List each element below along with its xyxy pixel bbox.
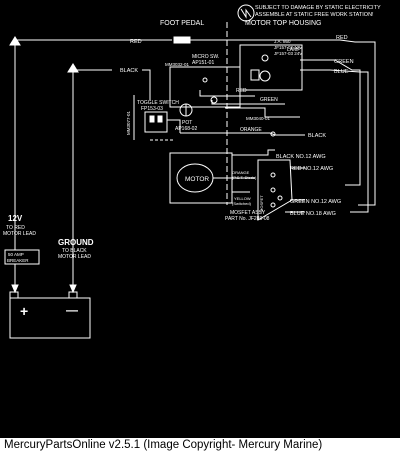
lamp-connector-icon [259,70,271,82]
toggle-switch-terminal2-icon [157,115,163,123]
lamp-terminal [250,69,260,81]
wire-green-mid-label: GREEN [260,97,278,103]
yellow-sub: (Switched) [232,201,252,206]
pedal-internals-box [169,66,241,108]
wire-blue-label: BLUE [334,69,349,75]
arrow-up-ground-icon [67,63,79,73]
wire-black-12 [232,149,275,156]
wire-black-foot [142,69,151,100]
wiring-diagram: SUBJECT TO DAMAGE BY STATIC ELECTRICITY … [0,0,400,438]
arrow-positive-icon [11,284,19,294]
yellow-label: YELLOW [234,196,251,201]
wire-red-top-right-label: RED [336,35,348,41]
wire-green-right [300,59,361,186]
wire-red-12-label: RED NO.12 AWG [290,166,333,172]
lamp-label: LAMP [287,47,301,53]
mm3077-label: MM3077-01 [126,110,131,135]
pot-label: POT [182,120,192,126]
static-warning-icon [237,4,255,22]
mosfet-pin-4-icon [277,195,283,201]
breaker-line2: BREAKER [7,258,29,263]
wire-red-main [14,39,172,232]
arrow-up-12v-icon [9,36,21,46]
toggle-switch-part: FP153-03 [141,106,163,112]
lamp-part1: J.A. 860 [274,39,291,44]
toggle-switch-terminal-icon [149,115,155,123]
wire-red-top-left-label: RED [130,39,142,45]
diagram-canvas: SUBJECT TO DAMAGE BY STATIC ELECTRICITY … [3,4,381,339]
mm3032-label: MM3032-01 [165,62,190,67]
mosfet-pin-1-icon [270,172,276,178]
mosfet-pin-2-icon [270,187,276,193]
ground-sub1: TO BLACK [62,248,87,254]
wire-green-12-label: GREEN NO.12 AWG [290,199,341,205]
battery-body [9,297,91,339]
lamp-part2: JF157-02 12V [274,45,302,50]
wire-green-label: GREEN [334,59,354,65]
wire-black-left-label: BLACK [120,68,138,74]
wire-mm3040 [225,107,300,118]
mosfet-pin-3-icon [270,202,276,208]
micro-switch-icon [210,96,218,104]
wire-orange-label: ORANGE [240,127,262,133]
micro-switch-pin-icon [202,77,208,83]
v12-sub1: TO RED [6,225,25,231]
wire-blue-18-label: BLUE NO.18 AWG [290,211,336,217]
pot-part: AP168-02 [175,126,197,132]
micro-sw-label: MICRO SW. [192,54,219,60]
fuse-icon [173,36,191,44]
mm3040-label: MM3040-01 [246,116,271,121]
ground-sub2: MOTOR LEAD [58,254,91,260]
toggle-switch-label: TOGGLE SWITCH [137,100,179,106]
breaker-line1: 50 AMP [8,252,24,257]
lamp-icon [261,54,269,62]
section-motor-top: MOTOR TOP HOUSING [245,20,322,27]
orange-small2: (P.S.T. Diode) [232,175,257,180]
lamp-part3: JF157-03 24V [274,51,302,56]
image-caption: MercuryPartsOnline v2.5.1 (Image Copyrig… [4,439,323,451]
mosfet-label: MOSFET ASSY [230,210,266,216]
header-warning-line1: SUBJECT TO DAMAGE BY STATIC ELECTRICITY [255,5,381,11]
wire-blue-right [300,69,369,213]
static-warning-hand [240,8,252,19]
wire-red-top-right [190,39,376,206]
breaker-box [4,249,40,265]
mosfet-part: PART No. JF289-08 [225,216,270,222]
battery-plus: + [20,303,28,319]
battery-terminal-positive [9,291,19,299]
ground-label: GROUND [58,238,94,247]
motor-label: MOTOR [185,176,209,183]
wire-orange [180,132,305,136]
orange-connector-icon [270,131,276,137]
mosfet-side: MOSFET [259,195,264,212]
v12-sub2: MOTOR LEAD [3,231,36,237]
v12-label: 12V [8,214,23,223]
wire-red-mid [199,90,255,97]
orange-small: ORANGE [232,170,250,175]
micro-sw-part: AP151-01 [192,60,214,66]
toggle-switch-body [144,111,168,133]
wire-black-12-label: BLACK NO.12 AWG [276,154,326,160]
battery-minus: — [66,303,78,317]
wire-green-mid [211,100,285,105]
wire-black-mid-label: BLACK [308,133,326,139]
section-foot-pedal: FOOT PEDAL [160,20,204,27]
wire-toggle-out [167,119,181,133]
header-warning-line2: ASSEMBLE AT STATIC FREE WORK STATION! [255,12,374,18]
wire-red-mid-label: RED [236,88,247,94]
arrow-negative-icon [69,284,77,294]
